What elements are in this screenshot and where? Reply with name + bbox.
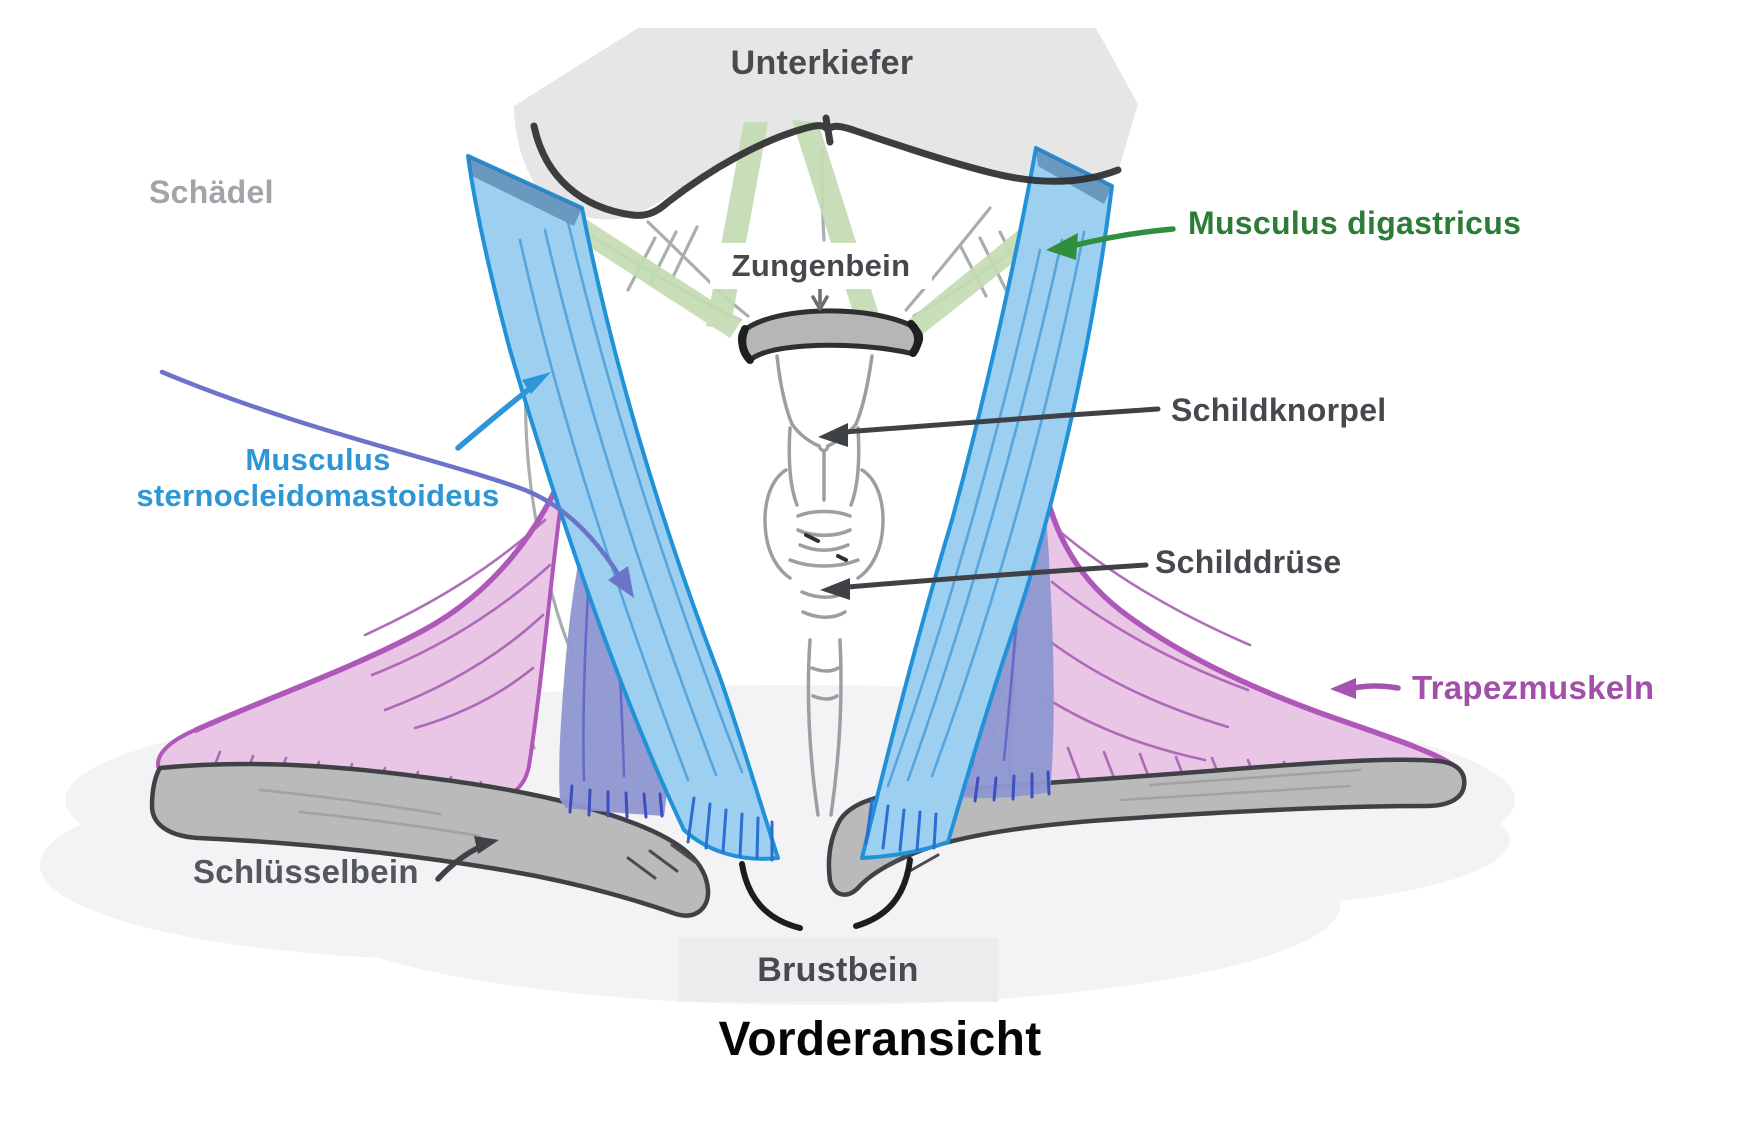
schildknorpel-arrow xyxy=(818,406,1161,447)
sternocleidomastoid-right xyxy=(860,146,1114,860)
sternocleidomastoid-left xyxy=(466,154,780,862)
label-box-zungenbein: Zungenbein xyxy=(710,243,932,289)
digastric-posterior-left xyxy=(560,210,742,338)
schilddruese-arrow xyxy=(820,562,1149,600)
sternum-notch xyxy=(739,857,913,931)
trapezmuskeln-arrow xyxy=(1330,678,1401,699)
digastricus-arrow xyxy=(1046,226,1176,260)
figure-title: Vorderansicht xyxy=(718,1013,1042,1066)
label-trapezmuskeln: Trapezmuskeln xyxy=(1412,669,1655,706)
larynx-sketch xyxy=(763,354,885,817)
schluesselbein-arrow xyxy=(435,836,499,882)
digastric-anterior-right xyxy=(792,120,884,334)
scm-arrow-blue xyxy=(455,372,551,451)
trapezius-left xyxy=(156,463,569,812)
trapezius-right xyxy=(1008,455,1463,797)
label-schilddruese: Schilddrüse xyxy=(1155,544,1342,580)
annotation-arrows xyxy=(159,226,1401,882)
label-schluesselbein: Schlüsselbein xyxy=(193,853,419,890)
label-musculus-sternocleidomastoideus: Musculus sternocleidomastoideus xyxy=(136,442,500,513)
scm-arrow-indigo xyxy=(159,369,634,598)
label-schildknorpel: Schildknorpel xyxy=(1171,392,1387,428)
label-musculus-digastricus: Musculus digastricus xyxy=(1188,205,1522,241)
hyoid-bone xyxy=(737,308,924,364)
label-zungenbein: Zungenbein xyxy=(731,248,911,283)
label-unterkiefer: Unterkiefer xyxy=(730,44,914,82)
label-brustbein: Brustbein xyxy=(757,951,919,989)
label-schaedel: Schädel xyxy=(149,174,274,210)
jaw-outline xyxy=(530,114,1122,219)
clavicle-left xyxy=(149,761,711,918)
label-box-brustbein: Brustbein xyxy=(678,938,998,1002)
zungenbein-arrow xyxy=(811,287,829,311)
